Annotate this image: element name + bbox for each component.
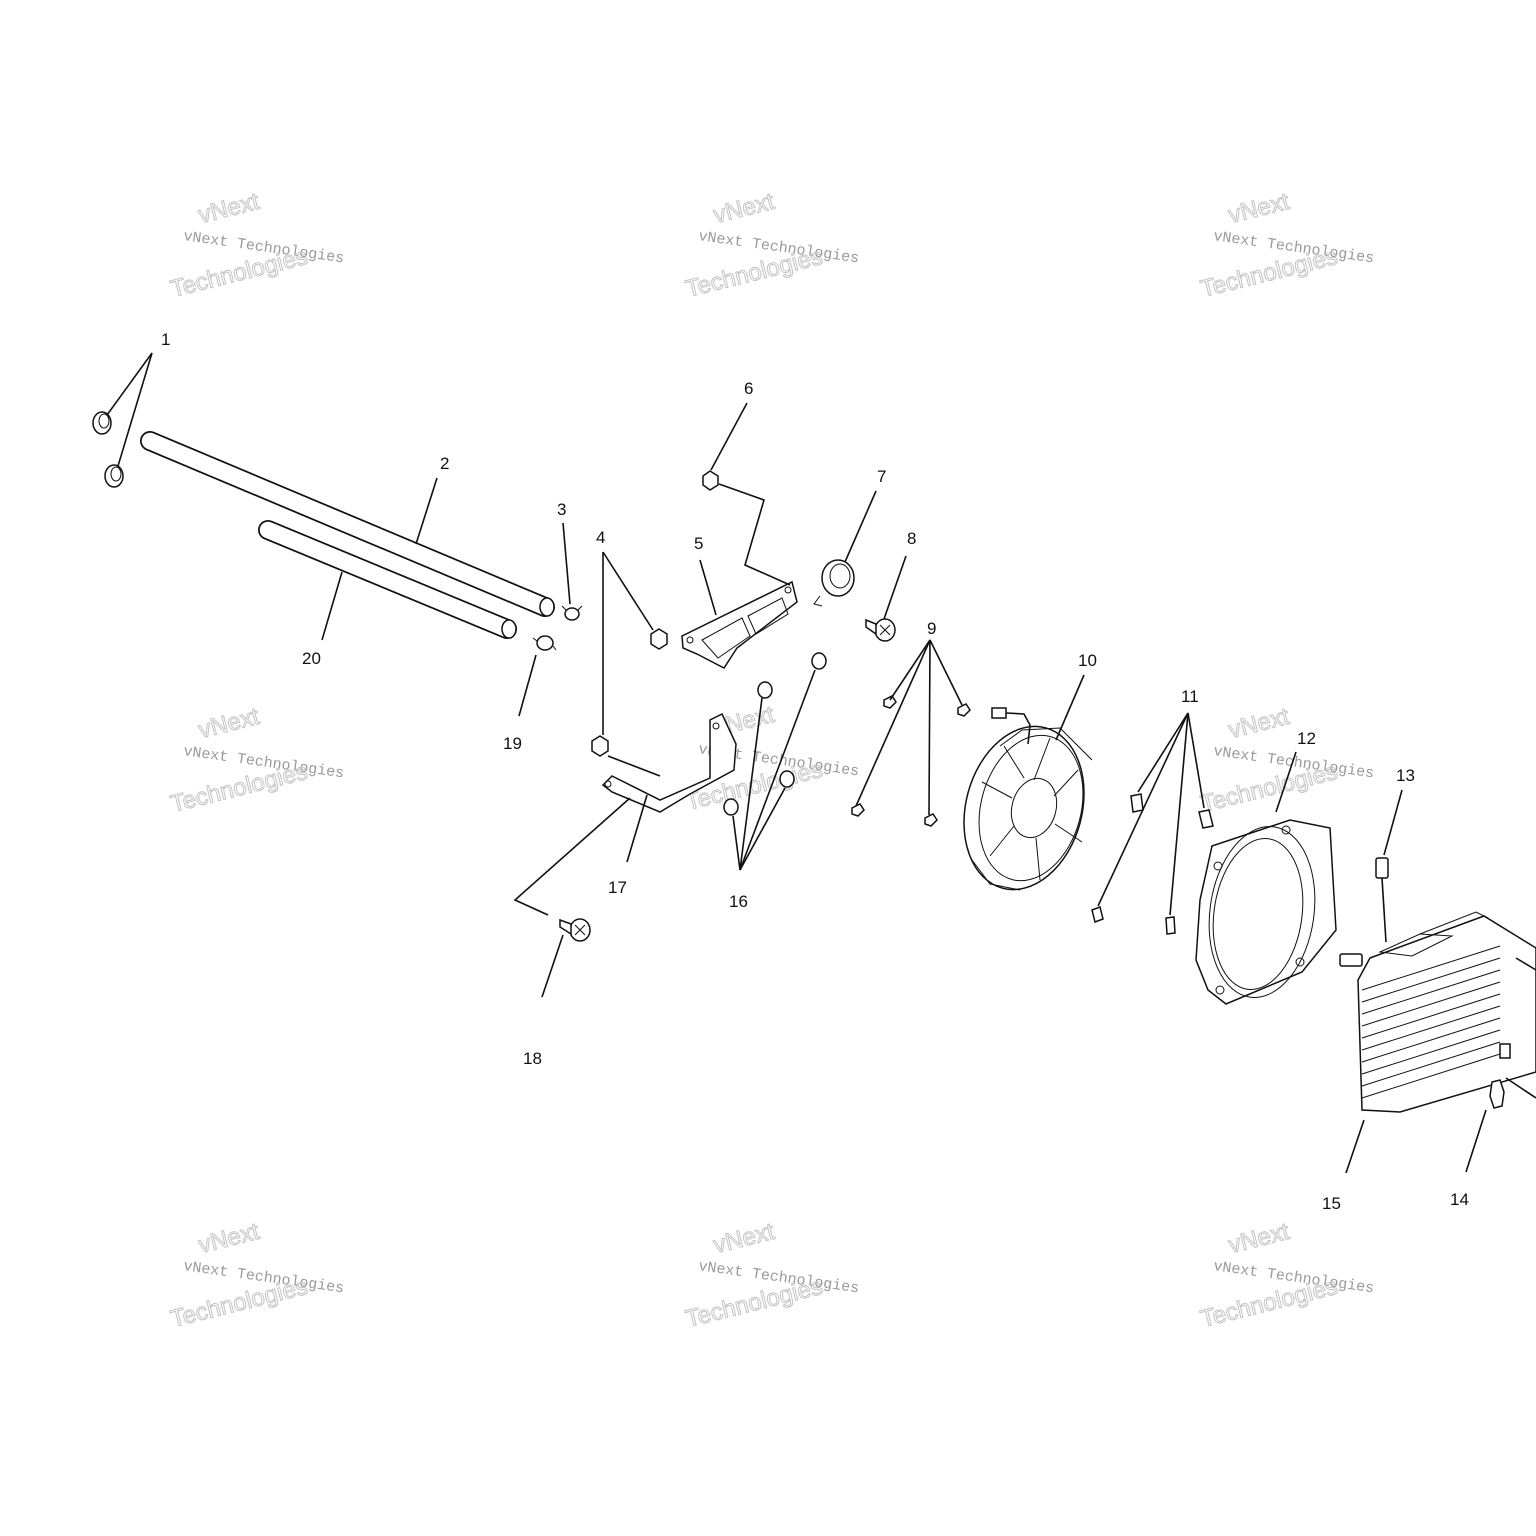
- part-label-20: 20: [302, 649, 321, 668]
- bolt-8: [865, 555, 907, 642]
- part-label-14: 14: [1450, 1190, 1469, 1209]
- part-label-17: 17: [608, 878, 627, 897]
- part-label-15: 15: [1322, 1194, 1341, 1213]
- watermark-bottom-right: vNext vNext Technologies Technologies: [1197, 1217, 1375, 1333]
- part-label-18: 18: [523, 1049, 542, 1068]
- svg-text:vNext: vNext: [196, 188, 262, 229]
- bolt-18: [513, 797, 631, 998]
- watermark-top-left: vNext vNext Technologies Technologies: [167, 187, 345, 303]
- temperature-sensor-13: [1375, 789, 1403, 943]
- part-label-7: 7: [877, 467, 886, 486]
- part-label-3: 3: [557, 500, 566, 519]
- part-label-1: 1: [161, 330, 170, 349]
- clamp-band-7: [813, 490, 877, 607]
- clip-11: [1091, 712, 1214, 935]
- hose-clamp-19: [518, 635, 557, 717]
- part-label-5: 5: [694, 534, 703, 553]
- watermark-bottom-center: vNext vNext Technologies Technologies: [682, 1217, 860, 1333]
- hose-clamp-3: [561, 522, 583, 621]
- svg-text:vNext: vNext: [711, 188, 777, 229]
- part-label-11: 11: [1181, 687, 1199, 706]
- nut-6: [702, 402, 791, 586]
- grommet-16: [723, 652, 827, 871]
- fan-shroud-12: [1195, 751, 1337, 1005]
- part-label-12: 12: [1297, 729, 1316, 748]
- part-label-16: 16: [729, 892, 748, 911]
- svg-text:vNext: vNext: [196, 1218, 262, 1259]
- lower-bracket-17: [601, 712, 737, 863]
- cooling-fan-10: [963, 674, 1093, 891]
- watermark-top-right: vNext vNext Technologies Technologies: [1197, 187, 1375, 303]
- watermark-middle-right: vNext vNext Technologies Technologies: [1197, 702, 1375, 818]
- watermark-bottom-left: vNext vNext Technologies Technologies: [167, 1217, 345, 1333]
- part-label-4: 4: [596, 528, 605, 547]
- watermark-top-center: vNext vNext Technologies Technologies: [682, 187, 860, 303]
- svg-text:vNext: vNext: [1226, 1218, 1292, 1259]
- radiator-fins: [1361, 945, 1501, 1099]
- svg-text:vNext: vNext: [711, 1218, 777, 1259]
- watermark-middle-left: vNext vNext Technologies Technologies: [167, 702, 345, 818]
- part-label-8: 8: [907, 529, 916, 548]
- part-label-19: 19: [503, 734, 522, 753]
- svg-text:vNext: vNext: [196, 703, 262, 744]
- part-label-9: 9: [927, 619, 936, 638]
- fastener-9: [851, 639, 971, 827]
- part-label-6: 6: [744, 379, 753, 398]
- mounting-bracket-5: [681, 559, 798, 669]
- radiator-15: [1339, 911, 1536, 1174]
- fitting-14: [1465, 1079, 1505, 1173]
- nut-4: [591, 551, 668, 757]
- svg-text:vNext: vNext: [1226, 188, 1292, 229]
- hose-clamp-1: [92, 352, 153, 488]
- coolant-hose-lower: [258, 520, 517, 641]
- svg-text:vNext: vNext: [1226, 703, 1292, 744]
- part-label-10: 10: [1078, 651, 1097, 670]
- part-label-2: 2: [440, 454, 449, 473]
- part-label-13: 13: [1396, 766, 1415, 785]
- coolant-hose-upper: [140, 431, 555, 617]
